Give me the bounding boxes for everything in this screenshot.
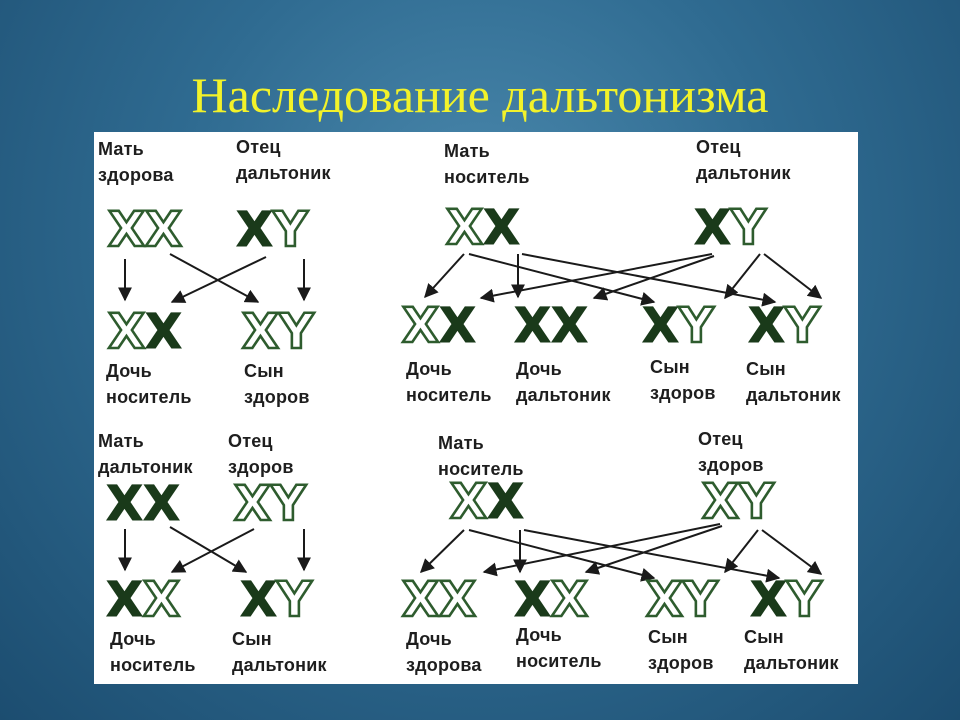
arrow (482, 523, 721, 577)
slide-title: Наследование дальтонизма (191, 67, 769, 123)
father-chromosomes: XY (701, 474, 775, 530)
mother-chromosomes: XX (449, 474, 525, 530)
daughter-chromosomes: XX (401, 572, 478, 628)
arrow (419, 529, 465, 573)
arrow (170, 256, 267, 303)
arrow (468, 253, 656, 306)
arrow (169, 253, 260, 303)
son-chromosomes: XY (645, 572, 719, 628)
son-chromosomes: XY (641, 298, 715, 354)
arrow (479, 253, 713, 303)
arrow (761, 529, 823, 575)
arrow (169, 526, 248, 573)
arrow (724, 529, 759, 574)
son-chromosomes: XY (749, 572, 823, 628)
father-chromosomes: XY (235, 202, 309, 258)
daughter-chromosomes: XX (107, 304, 183, 360)
arrows-layer (118, 253, 823, 583)
daughter-chromosomes: XX (401, 298, 477, 354)
arrow (170, 528, 255, 573)
mother-chromosomes: XX (107, 202, 184, 258)
arrow (592, 255, 715, 301)
arrow (724, 253, 761, 300)
arrow (468, 529, 656, 582)
son-chromosomes: XY (239, 572, 313, 628)
arrow (584, 525, 723, 575)
daughter-chromosomes: XX (105, 572, 181, 628)
daughter-chromosomes: XX (513, 298, 589, 354)
mother-chromosomes: XX (105, 476, 181, 532)
son-chromosomes: XY (747, 298, 821, 354)
daughter-chromosomes: XX (513, 572, 589, 628)
son-chromosomes: XY (241, 304, 315, 360)
father-chromosomes: XY (693, 200, 767, 256)
father-chromosomes: XY (233, 476, 307, 532)
arrow (763, 253, 823, 299)
arrow (424, 253, 465, 299)
mother-chromosomes: XX (445, 200, 521, 256)
